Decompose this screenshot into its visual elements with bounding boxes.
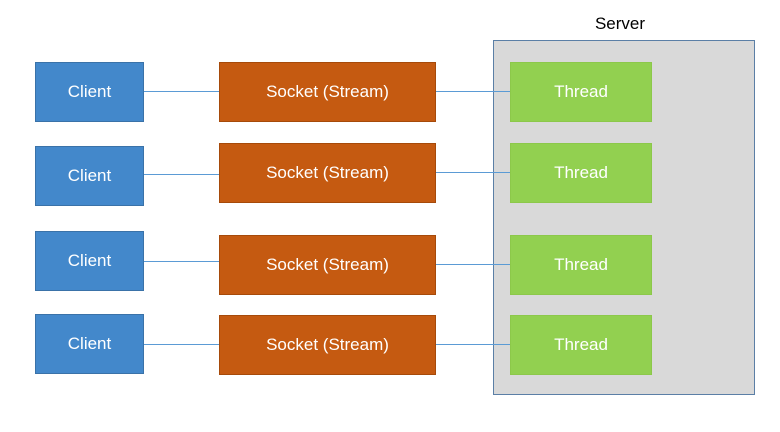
- client-node: Client: [35, 62, 144, 122]
- socket-node: Socket (Stream): [219, 62, 436, 122]
- socket-node: Socket (Stream): [219, 315, 436, 375]
- thread-node: Thread: [510, 62, 652, 122]
- socket-thread-connector: [436, 172, 510, 173]
- client-socket-connector: [144, 174, 219, 175]
- thread-node: Thread: [510, 143, 652, 203]
- client-socket-connector: [144, 91, 219, 92]
- thread-node: Thread: [510, 315, 652, 375]
- socket-thread-connector: [436, 344, 510, 345]
- client-node: Client: [35, 146, 144, 206]
- client-node: Client: [35, 231, 144, 291]
- server-label: Server: [594, 14, 646, 33]
- socket-thread-connector: [436, 264, 510, 265]
- client-socket-connector: [144, 261, 219, 262]
- socket-node: Socket (Stream): [219, 143, 436, 203]
- socket-node: Socket (Stream): [219, 235, 436, 295]
- client-socket-connector: [144, 344, 219, 345]
- thread-node: Thread: [510, 235, 652, 295]
- socket-thread-connector: [436, 91, 510, 92]
- client-node: Client: [35, 314, 144, 374]
